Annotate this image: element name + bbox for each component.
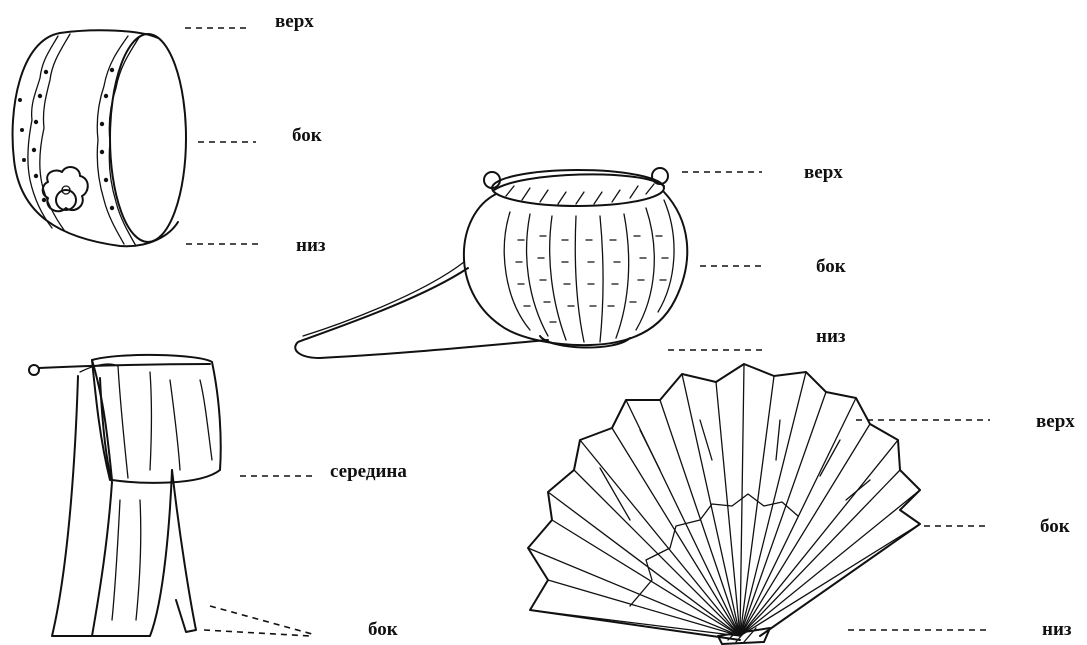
fan-side-label: бок [1040, 517, 1070, 536]
fan-top-label: верх [1036, 412, 1075, 431]
fan-bottom-label: низ [1042, 620, 1072, 639]
